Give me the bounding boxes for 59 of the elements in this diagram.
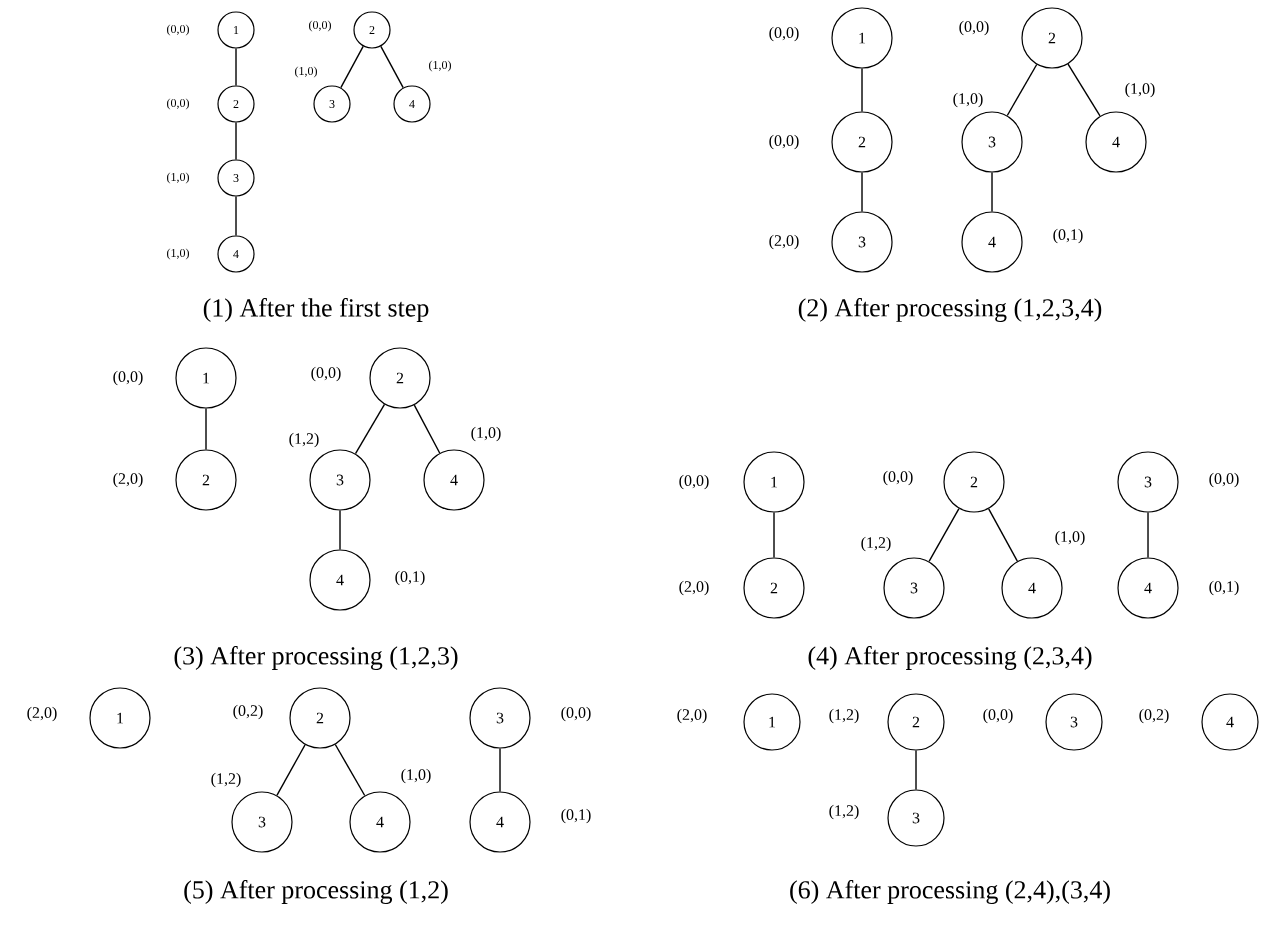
node-annotation: (0,2): [233, 704, 263, 720]
node-annotation: (0,1): [1209, 580, 1239, 596]
panel-caption: (1) After the first step: [203, 298, 429, 322]
tree-edge: [205, 407, 207, 451]
tree-edge: [988, 508, 1019, 562]
node-annotation: (0,0): [983, 708, 1013, 724]
node-annotation: (1,2): [829, 708, 859, 724]
panel-caption: (3) After processing (1,2,3): [174, 646, 458, 670]
node-annotation: (1,0): [1125, 82, 1155, 98]
node-annotation: (0,0): [679, 474, 709, 490]
node-annotation: (1,2): [861, 536, 891, 552]
tree-edge: [1006, 63, 1038, 117]
node-annotation: (0,0): [883, 470, 913, 486]
node-annotation: (0,0): [311, 366, 341, 382]
node-annotation: (1,2): [211, 772, 241, 788]
node-annotation: (2,0): [113, 472, 143, 488]
tree-edge: [1067, 63, 1101, 117]
node-annotation: (2,0): [769, 234, 799, 250]
node-annotation: (0,0): [959, 20, 989, 36]
tree-edge: [1147, 511, 1149, 559]
panel-caption: (6) After processing (2,4),(3,4): [790, 880, 1110, 904]
node-annotation: (0,1): [561, 808, 591, 824]
node-annotation: (2,0): [677, 708, 707, 724]
tree-edge: [276, 744, 306, 796]
node-annotation: (0,1): [1053, 228, 1083, 244]
node-annotation: (2,0): [679, 580, 709, 596]
tree-edge: [340, 45, 364, 89]
node-annotation: (0,0): [561, 706, 591, 722]
tree-edge: [928, 507, 960, 563]
tree-edge: [413, 404, 441, 454]
node-annotation: (1,2): [289, 432, 319, 448]
tree-edge: [354, 403, 386, 455]
node-annotation: (1,0): [1055, 530, 1085, 546]
node-annotation: (0,1): [395, 570, 425, 586]
node-annotation: (0,2): [1139, 708, 1169, 724]
panel-caption: (5) After processing (1,2): [184, 880, 448, 904]
node-annotation: (1,0): [401, 768, 431, 784]
panel-caption: (4) After processing (2,3,4): [808, 646, 1092, 670]
tree-edge: [915, 749, 917, 791]
node-annotation: (0,0): [113, 370, 143, 386]
panel-caption: (2) After processing (1,2,3,4): [798, 298, 1102, 322]
tree-edge: [499, 747, 501, 793]
node-annotation: (1,2): [829, 804, 859, 820]
tree-edge: [861, 67, 863, 113]
tree-edge: [773, 511, 775, 559]
tree-edge: [235, 47, 237, 87]
tree-edge: [235, 195, 237, 237]
node-annotation: (1,0): [953, 92, 983, 108]
node-annotation: (0,0): [1209, 472, 1239, 488]
tree-edge: [380, 45, 404, 89]
node-annotation: (0,0): [769, 26, 799, 42]
tree-edge: [334, 743, 366, 797]
tree-edge: [339, 509, 341, 551]
node-annotation: (2,0): [27, 706, 57, 722]
tree-edge: [991, 171, 993, 213]
node-annotation: (1,0): [471, 426, 501, 442]
tree-edge: [235, 121, 237, 161]
tree-edge: [861, 171, 863, 213]
node-annotation: (0,0): [769, 134, 799, 150]
